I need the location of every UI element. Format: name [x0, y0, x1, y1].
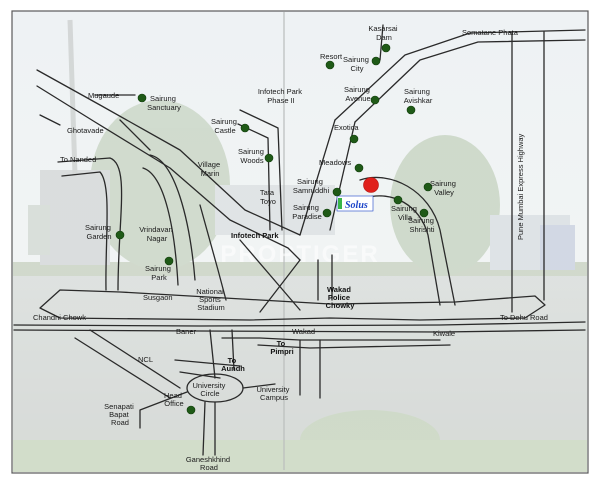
label-to-pimpri: To Pimpri	[270, 339, 293, 356]
label-sairung-shrishti: Sairung Shrishti	[408, 216, 436, 234]
marker-sairung-city	[371, 56, 381, 66]
label-sairung-samruddhi: Sairung Samruddhi	[293, 177, 330, 195]
marker-sairung-villa	[393, 195, 403, 205]
label-ghotavade: Ghotavade	[67, 126, 104, 135]
label-exotica: Exotica	[334, 123, 359, 132]
label-somatane-phata: Somatane Phata	[462, 28, 519, 37]
label-sairung-avenue: Sairung Avenue	[344, 85, 372, 103]
label-infotech-park-phase2: Infotech Park Phase II	[258, 87, 304, 105]
label-highway: Pune Mumbai Express Highway	[516, 133, 525, 240]
marker-sairung-garden	[115, 230, 125, 240]
marker-sairung-valley	[423, 182, 433, 192]
marker-sairung-shrishti	[419, 208, 429, 218]
label-sairung-garden: Sairung Garden	[85, 223, 113, 241]
label-sairung-paradise: Sairung Paradise	[292, 203, 322, 221]
label-to-aundh: To Aundh	[221, 356, 245, 373]
watermark: PROPTIGER	[220, 241, 379, 268]
background-photo	[13, 12, 587, 472]
marker-sairung-sanctuary	[137, 93, 147, 103]
marker-sairung-castle	[240, 123, 250, 133]
label-ncl: NCL	[138, 355, 153, 364]
marker-kasarsai-dam	[381, 43, 391, 53]
label-university-circle: University Circle	[192, 381, 227, 398]
label-resort: Resort	[320, 52, 343, 61]
label-university-campus: University Campus	[256, 385, 291, 402]
marker-sairung-avishkar	[406, 105, 416, 115]
label-kiwale: Kiwale	[433, 329, 455, 338]
label-meadows: Meadows	[319, 158, 351, 167]
map-labels: Kasarsai Dam Somatane Phata Resort Sairu…	[33, 24, 548, 472]
marker-exotica	[349, 134, 359, 144]
marker-resort	[325, 60, 335, 70]
label-wakad-police-chowky: Wakad Police Chowky	[326, 285, 356, 310]
marker-head-office	[186, 405, 196, 415]
marker-sairung-avenue	[370, 95, 380, 105]
label-mugaude: Mugaude	[88, 91, 119, 100]
label-sairung-city: Sairung City	[343, 55, 371, 73]
label-head-office: Head Office	[164, 391, 184, 408]
label-tata-toyo: Tata Toyo	[260, 188, 276, 206]
label-susgaon: Susgaon	[143, 293, 173, 302]
label-village-marin: Village Marin	[198, 160, 222, 178]
marker-sairung-paradise	[322, 208, 332, 218]
label-ganeshkhind-road: Ganeshkhind Road	[186, 455, 232, 472]
marker-sairung-park	[164, 256, 174, 266]
road-network	[13, 24, 586, 456]
marker-meadows	[354, 163, 364, 173]
label-national-sports-stadium: National Sports Stadium	[196, 287, 226, 312]
label-sairung-woods: Sairung Woods	[238, 147, 266, 165]
label-kasarsai-dam: Kasarsai Dam	[368, 24, 399, 42]
landmark-markers	[115, 43, 433, 415]
logo-text: Solus	[345, 200, 368, 211]
label-baner: Baner	[176, 327, 197, 336]
project-location-marker	[363, 177, 379, 193]
label-infotech-park: Infotech Park	[231, 231, 279, 240]
label-sairung-avishkar: Sairung Avishkar	[404, 87, 433, 105]
label-senapati-bapat-road: Senapati Bapat Road	[104, 402, 136, 427]
marker-sairung-woods	[264, 153, 274, 163]
label-to-dehu-road: To Dehu Road	[500, 313, 548, 322]
project-logo: Solus	[336, 195, 374, 212]
marker-sairung-samruddhi	[332, 187, 342, 197]
label-sairung-valley: Sairung Valley	[430, 179, 458, 197]
label-sairung-sanctuary: Sairung Sanctuary	[147, 94, 181, 112]
label-chandni-chowk: Chandni Chowk	[33, 313, 86, 322]
label-wakad: Wakad	[292, 327, 315, 336]
label-to-nanded: To Nanded	[60, 155, 96, 164]
label-sairung-villa: Sairung Villa	[391, 204, 419, 222]
label-vrindavan-nagar: Vrindavan Nagar	[139, 225, 175, 243]
label-sairung-castle: Sairung Castle	[211, 117, 239, 135]
label-sairung-park: Sairung Park	[145, 264, 173, 282]
